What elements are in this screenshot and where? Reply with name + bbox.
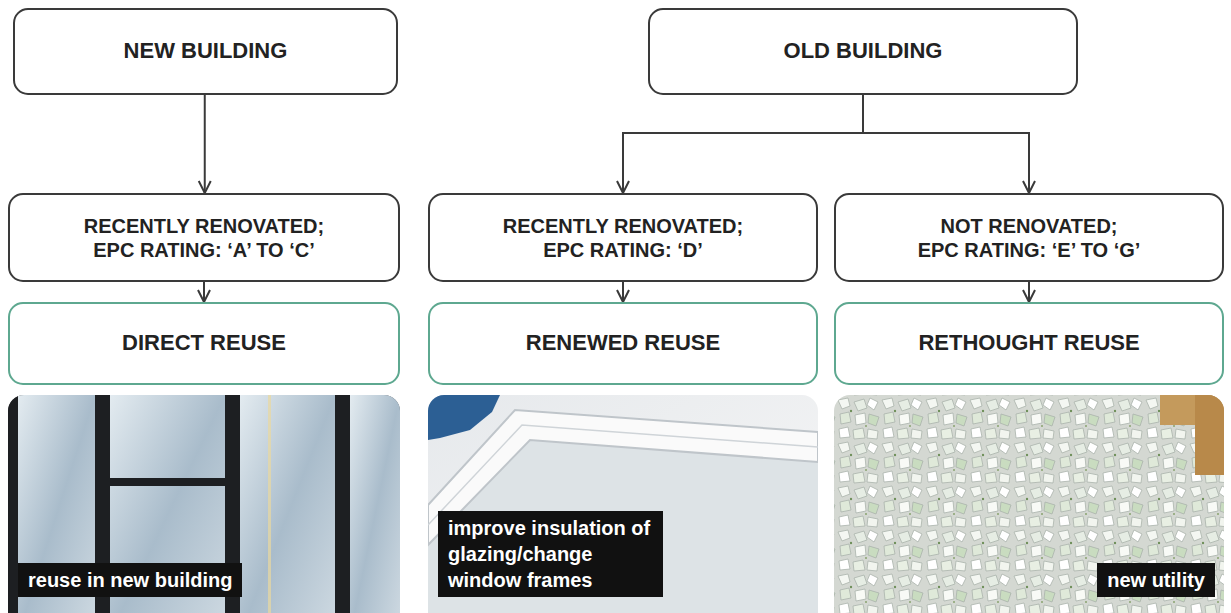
- glass-pane: [240, 395, 335, 613]
- photo-caption: improve insulation of glazing/change win…: [438, 511, 663, 597]
- outcome-box: RENEWED REUSE: [428, 302, 818, 385]
- outcome-box: DIRECT REUSE: [8, 302, 400, 385]
- box-text: RECENTLY RENOVATED; EPC RATING: ‘D’: [483, 214, 763, 262]
- window-frame-photo: [428, 395, 818, 613]
- condition-box: RECENTLY RENOVATED; EPC RATING: ‘A’ TO ‘…: [8, 193, 400, 282]
- window-transom: [110, 478, 225, 486]
- photo-caption: reuse in new building: [18, 563, 242, 597]
- facade-ground: [8, 395, 400, 613]
- flow-arrow: [863, 95, 1029, 193]
- window-facade-photo: [8, 395, 400, 613]
- flow-arrow: [622, 282, 624, 302]
- photo-caption: new utility: [1097, 563, 1215, 597]
- wooden-edge: [1195, 395, 1224, 475]
- flow-arrow: [1028, 282, 1030, 302]
- box-text: NOT RENOVATED; EPC RATING: ‘E’ TO ‘G’: [889, 214, 1169, 262]
- box-text: DIRECT REUSE: [122, 330, 286, 356]
- condition-box: RECENTLY RENOVATED; EPC RATING: ‘D’: [428, 193, 818, 282]
- glass-pane: [350, 395, 400, 613]
- box-text: RETHOUGHT REUSE: [918, 330, 1139, 356]
- window-mullion: [335, 395, 350, 613]
- outcome-box: RETHOUGHT REUSE: [834, 302, 1224, 385]
- reflection: [268, 395, 271, 613]
- window-mullion: [8, 395, 18, 613]
- box-text: RECENTLY RENOVATED; EPC RATING: ‘A’ TO ‘…: [64, 214, 344, 262]
- box-text: RENEWED REUSE: [526, 330, 720, 356]
- box-text: NEW BUILDING: [124, 38, 288, 64]
- building-box: OLD BUILDING: [648, 8, 1078, 95]
- building-box: NEW BUILDING: [13, 8, 398, 95]
- flow-arrow: [204, 95, 206, 193]
- glass-shards: [834, 395, 1224, 613]
- condition-box: NOT RENOVATED; EPC RATING: ‘E’ TO ‘G’: [834, 193, 1224, 282]
- frame-groove: [428, 425, 818, 525]
- flow-arrow: [203, 282, 205, 302]
- crushed-glass-photo: [834, 395, 1224, 613]
- flow-arrow: [623, 95, 863, 193]
- photo-ground: [834, 395, 1224, 613]
- box-text: OLD BUILDING: [784, 38, 943, 64]
- glove: [428, 395, 500, 440]
